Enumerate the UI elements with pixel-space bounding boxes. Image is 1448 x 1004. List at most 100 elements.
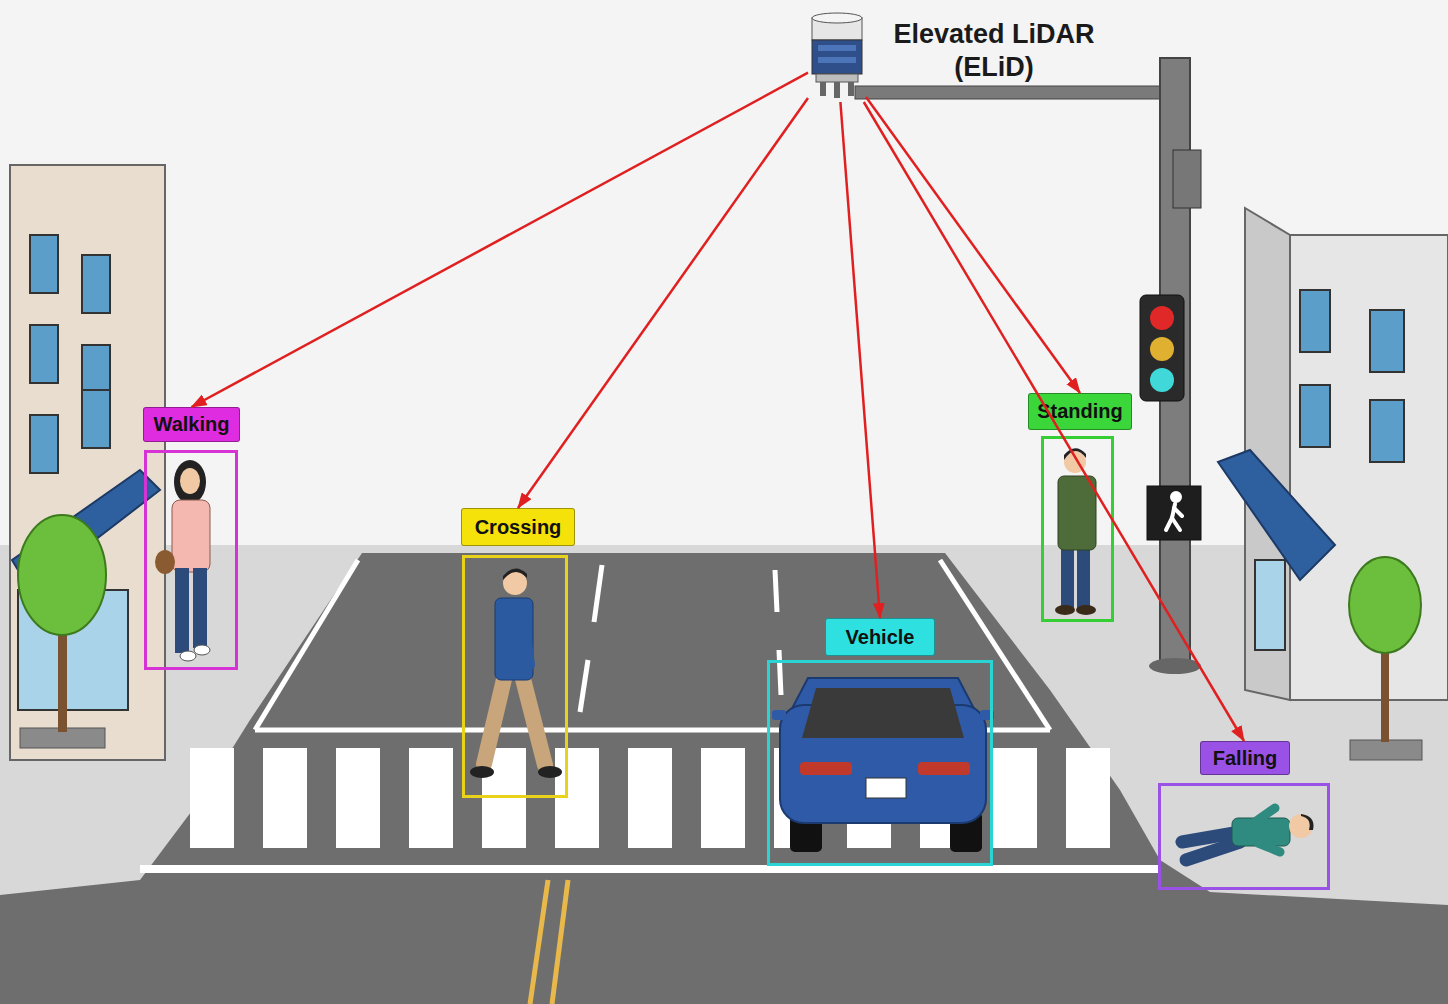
shoe [1076, 605, 1096, 615]
lane-dash [594, 565, 602, 622]
sensor-base [816, 74, 858, 82]
walk-symbol [1166, 493, 1182, 530]
arm [1255, 808, 1275, 822]
shoe [470, 766, 494, 778]
walking-person [155, 460, 210, 661]
shoe [180, 651, 196, 661]
detection-box: Standing [1028, 393, 1132, 622]
window [1300, 385, 1330, 447]
leg [1186, 842, 1240, 860]
window [1300, 290, 1330, 352]
leg [522, 675, 545, 765]
lidar-sensor [808, 12, 866, 102]
scan-ray-arrow [192, 73, 809, 407]
green-lamp [1150, 368, 1174, 392]
center-line [552, 880, 568, 1004]
lane-line [255, 560, 358, 730]
arm [522, 605, 530, 665]
box-outline [1158, 783, 1330, 890]
leg [1061, 545, 1074, 610]
window [82, 390, 110, 448]
stop-line [140, 865, 1160, 873]
detection-box: Vehicle [767, 618, 993, 866]
class-label: Falling [1200, 741, 1290, 775]
taillight [800, 762, 852, 775]
crosswalk-stripe [336, 748, 380, 848]
sensor-heading: Elevated LiDAR (ELiD) [879, 18, 1109, 84]
leg [175, 568, 189, 653]
sensor-mount [848, 82, 854, 96]
traffic-light [1140, 295, 1184, 401]
sensor-mount [834, 82, 840, 98]
scan-ray-arrow [866, 97, 1080, 393]
license-plate [866, 778, 906, 798]
walk-leg [1172, 518, 1180, 530]
shoe [538, 766, 562, 778]
window [82, 255, 110, 313]
hair [1301, 814, 1314, 830]
bag [155, 550, 175, 574]
sensor-top [812, 13, 862, 23]
lane-dash [779, 650, 781, 695]
taillight [918, 762, 970, 775]
pole-base [1149, 658, 1201, 674]
rear-window [802, 688, 964, 738]
class-label: Walking [143, 407, 240, 442]
detection-box: Falling [1158, 741, 1330, 890]
hair [1064, 448, 1086, 460]
face [1289, 814, 1313, 838]
torso [172, 500, 210, 572]
crosswalk-stripe [1066, 748, 1110, 848]
crosswalk-stripe [263, 748, 307, 848]
hair [503, 568, 527, 580]
falling-person [1182, 808, 1314, 860]
tree-crown [1349, 557, 1421, 653]
window [30, 325, 58, 383]
detection-box: Walking [143, 407, 240, 670]
tree-crown [18, 515, 106, 635]
box-outline [767, 660, 993, 866]
arm [1258, 843, 1280, 852]
control-box [1173, 150, 1201, 208]
walk-arm [1174, 508, 1182, 516]
building [10, 165, 165, 760]
leg [193, 568, 207, 648]
storefront [1255, 560, 1285, 650]
crosswalk-stripe [701, 748, 745, 848]
window [1370, 400, 1404, 462]
pole-arm [855, 86, 1177, 99]
lane-dash [775, 570, 777, 612]
sensor-node: Elevated LiDAR (ELiD) [808, 12, 866, 102]
scan-ray-arrow [864, 102, 1244, 741]
sensor-lens [818, 45, 856, 51]
standing-person [1055, 448, 1096, 615]
face [180, 468, 200, 494]
walk-head [1172, 493, 1180, 501]
scan-ray-arrow [840, 102, 880, 618]
torso [1058, 476, 1096, 550]
mirror [772, 710, 786, 720]
sensor-lens [818, 57, 856, 63]
leg [1077, 545, 1090, 610]
sensor-mount [820, 82, 826, 96]
torso [495, 598, 533, 680]
hair [174, 460, 206, 504]
pedestrian-signal [1147, 486, 1201, 540]
box-outline [462, 555, 568, 798]
leg [484, 675, 505, 764]
shoe [194, 645, 210, 655]
center-line [530, 880, 548, 1004]
crosswalk-stripe [409, 748, 453, 848]
box-outline [1041, 436, 1114, 622]
building [1290, 235, 1448, 700]
sensor-body [812, 40, 862, 74]
awning [1218, 450, 1335, 580]
red-lamp [1150, 306, 1174, 330]
crossing-person [470, 568, 562, 778]
shoe [1055, 605, 1075, 615]
crosswalk-stripe [993, 748, 1037, 848]
